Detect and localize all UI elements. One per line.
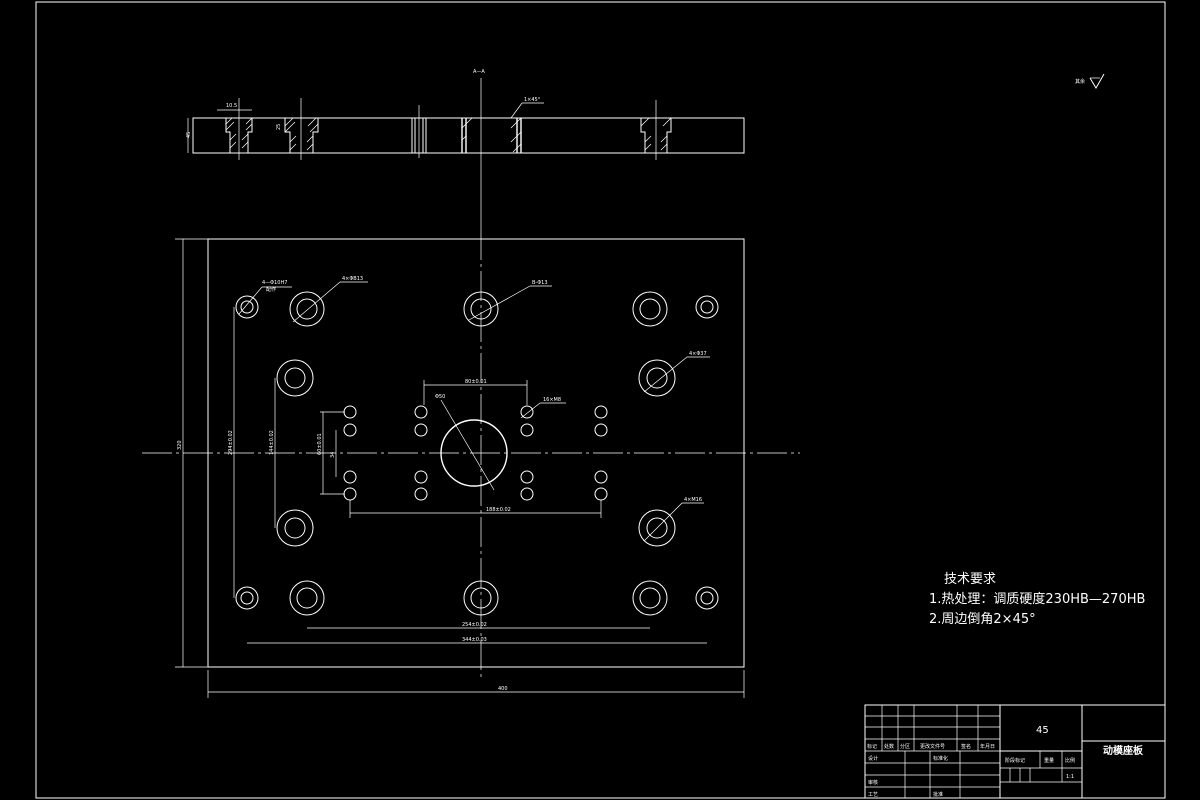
callout-center-hole: B-Φ13: [532, 280, 548, 286]
large-holes: [276, 359, 676, 547]
section-view: A—A: [186, 69, 745, 230]
title-designer: 设计: [868, 755, 878, 762]
dim-h-inner: 254±0.02: [462, 622, 487, 628]
tech-title: 技术要求: [944, 572, 996, 587]
section-dim-b: 45: [186, 132, 192, 138]
dim-v-d: 34: [330, 452, 336, 458]
roughness-symbol: 其余: [1075, 73, 1105, 89]
dim-v-b: 144±0.02: [269, 430, 275, 455]
callout-pin-holes-sub: 配作: [266, 286, 276, 293]
title-stage-mark: 阶段标记: [1005, 757, 1025, 764]
section-plate-outline: [192, 117, 745, 154]
title-standardize: 标准化: [933, 755, 948, 762]
title-part-name: 动模座板: [1103, 744, 1144, 757]
title-process: 工艺: [868, 792, 878, 798]
counterbore-holes: [289, 291, 668, 616]
section-dim-a: 10.5: [226, 103, 237, 109]
dim-h-outer: 344±0.03: [462, 637, 487, 643]
tech-requirements: 技术要求 1.热处理：调质硬度230HB—270HB 2.周边倒角2×45°: [929, 572, 1145, 627]
tech-item-1: 1.热处理：调质硬度230HB—270HB: [929, 591, 1145, 607]
dim-bottom-span: 188±0.02: [486, 507, 511, 513]
drawing-frame: [35, 1, 1166, 799]
title-hdr-3: 更改文件号: [920, 743, 945, 750]
dim-overall-width: 400: [498, 686, 508, 692]
title-hdr-2: 分区: [900, 743, 910, 750]
callout-bore: Φ50: [435, 394, 445, 400]
dim-overall-height: 320: [177, 440, 183, 450]
dim-v-a: 294±0.02: [228, 430, 234, 455]
title-ratio: 1:1: [1066, 774, 1074, 780]
title-hdr-0: 标记: [867, 743, 877, 750]
callout-small-holes: 16×M8: [543, 397, 561, 403]
title-scale: 比例: [1065, 757, 1075, 764]
callout-pin-holes: 4—Φ10H7: [262, 280, 287, 286]
title-block: 45 动模座板 1:1 阶段标记 重量 比例 标记 处数 分区 更改文件号 签名…: [864, 704, 1166, 799]
section-chamfer: 1×45°: [524, 97, 541, 103]
title-approve: 批准: [933, 791, 943, 798]
title-hdr-1: 处数: [884, 743, 894, 750]
svg-text:其余: 其余: [1075, 78, 1085, 85]
section-dim-c: 25: [276, 124, 282, 130]
section-label: A—A: [473, 69, 485, 75]
tech-item-2: 2.周边倒角2×45°: [929, 612, 1036, 627]
dim-top-span: 80±0.01: [465, 379, 487, 385]
plan-view: 80±0.01 188±0.02 254±0.02 344±0.03 400 3…: [142, 230, 800, 698]
callout-right-lower: 4×M16: [684, 497, 702, 503]
center-bore: [440, 419, 508, 487]
title-hdr-4: 签名: [961, 743, 971, 750]
callout-right-upper: 4×Φ37: [689, 351, 707, 357]
title-weight: 重量: [1044, 757, 1054, 764]
title-material: 45: [1036, 725, 1049, 736]
title-hdr-5: 年月日: [980, 743, 995, 750]
dim-v-c: 60±0.01: [317, 433, 323, 455]
threaded-holes: [343, 405, 608, 501]
pin-holes: [235, 295, 719, 610]
callout-counterbore: 4×ΦB13: [342, 276, 363, 282]
title-review: 审核: [868, 779, 878, 786]
